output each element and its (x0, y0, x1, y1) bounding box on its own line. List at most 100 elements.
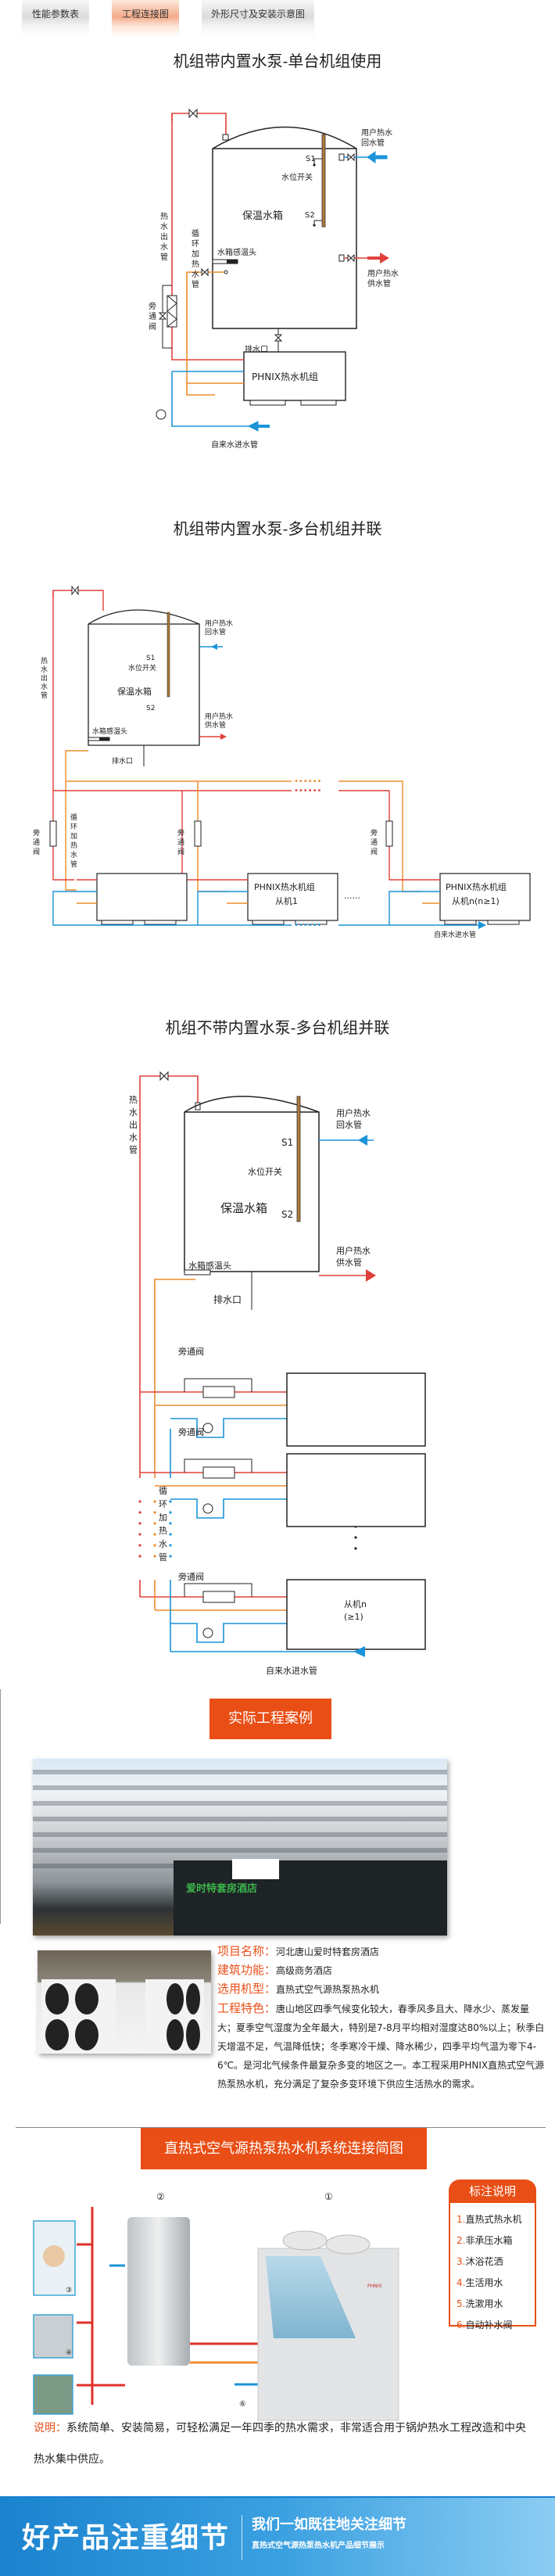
svg-text:······: ······ (344, 893, 360, 903)
svg-text:循: 循 (192, 228, 199, 239)
slave-unit-n (439, 873, 531, 921)
washbasin-image (33, 2374, 73, 2415)
hot-out-pipe (171, 113, 227, 135)
svg-text:管: 管 (41, 691, 48, 700)
legend-item: 6.自动补水阀 (457, 2319, 513, 2330)
legend-item: 4.生活用水 (457, 2277, 503, 2288)
tank-outline (88, 609, 200, 746)
marker-6: ⑥ (239, 2400, 246, 2409)
svg-text:旁: 旁 (371, 828, 378, 838)
svg-text:••••••: •••••• (294, 921, 321, 930)
svg-text:PHNIX: PHNIX (367, 2284, 382, 2289)
svg-text:出: 出 (129, 1119, 138, 1130)
svg-text:水箱感温头: 水箱感温头 (92, 727, 127, 736)
svg-text:出: 出 (41, 673, 48, 683)
circulation-pipe (186, 271, 226, 396)
svg-text:回水管: 回水管 (205, 627, 226, 637)
svg-text:循: 循 (159, 1486, 167, 1496)
svg-text:阀: 阀 (371, 848, 378, 856)
svg-text:保温水箱: 保温水箱 (117, 686, 152, 697)
master-unit (96, 873, 188, 921)
tab-performance-params[interactable]: 性能参数表 (22, 0, 89, 38)
svg-text:通: 通 (371, 838, 378, 847)
pressure-gauge-icon (202, 1627, 213, 1638)
s2-label: S2 (305, 211, 315, 220)
slave-unit-1 (247, 873, 338, 921)
svg-text:旁通阀: 旁通阀 (178, 1346, 204, 1357)
svg-text:水箱感温头: 水箱感温头 (188, 1260, 231, 1271)
svg-text:水: 水 (129, 1107, 138, 1118)
svg-text:③: ③ (66, 2287, 72, 2294)
svg-text:热: 热 (41, 656, 48, 666)
svg-text:从机n: 从机n (344, 1598, 367, 1609)
level-switch-label: 水位开关 (281, 172, 313, 182)
case-info: 项目名称：河北唐山爱时特套房酒店 建筑功能：高级商务酒店 选用机型：直热式空气源… (217, 1944, 545, 2090)
svg-text:排水口: 排水口 (112, 756, 133, 766)
divider (0, 1689, 1, 1924)
banner-headline: 好产品注重细节 (22, 2522, 231, 2554)
svg-text:旁通阀: 旁通阀 (178, 1571, 204, 1582)
svg-text:水: 水 (41, 682, 48, 691)
tank-sensor-label: 水箱感温头 (217, 247, 256, 257)
cold-branch (170, 1498, 287, 1519)
tab-engineering-connection[interactable]: 工程连接图 (112, 0, 179, 38)
svg-text:热: 热 (70, 841, 77, 850)
cold-branch (170, 1418, 287, 1438)
svg-text:水位开关: 水位开关 (128, 663, 156, 673)
bypass-valve (158, 285, 177, 349)
pressure-gauge-icon (156, 409, 166, 420)
svg-text:供水管: 供水管 (205, 720, 226, 730)
svg-text:水: 水 (192, 270, 199, 279)
banner-caption: 直热式空气源热泵热水机产品细节展示 (252, 2542, 385, 2550)
svg-text:热: 热 (160, 211, 168, 221)
svg-text:通: 通 (149, 312, 156, 321)
svg-text:旁: 旁 (33, 828, 40, 838)
diagram3-title: 机组不带内置水泵-多台机组并联 (165, 1018, 390, 1037)
section-divider (16, 2127, 546, 2128)
svg-text:阀: 阀 (177, 848, 184, 856)
s1-label: S1 (306, 155, 316, 163)
svg-text:水: 水 (129, 1132, 138, 1143)
svg-text:旁: 旁 (149, 301, 156, 311)
marker-1: ① (324, 2191, 333, 2202)
legend-item: 2.非承压水箱 (457, 2235, 513, 2246)
svg-text:管: 管 (129, 1144, 138, 1155)
shower-image (33, 2220, 76, 2296)
svg-text:管: 管 (159, 1552, 167, 1562)
supply-pipe-label-2: 供水管 (367, 278, 391, 289)
system-banner: 直热式空气源热泵热水机系统连接简图 (141, 2128, 427, 2169)
svg-text:(≥1): (≥1) (344, 1612, 363, 1622)
unit-group-n: 从机n (≥1) (286, 1579, 426, 1650)
svg-text:从机n(n≥1): 从机n(n≥1) (452, 895, 500, 906)
svg-text:用户热水: 用户热水 (205, 712, 233, 721)
svg-text:管: 管 (70, 859, 77, 869)
bypass-valve (202, 1591, 235, 1603)
cold-branch (170, 1623, 287, 1643)
legend-item: 1.直热式热水机 (457, 2214, 522, 2225)
system-diagram: ② ① ③ ④ ⑥ PHNIX (33, 2191, 399, 2421)
svg-text:排水口: 排水口 (213, 1294, 242, 1305)
svg-text:旁通阀: 旁通阀 (178, 1426, 204, 1437)
tank-label: 保温水箱 (242, 210, 283, 222)
svg-text:回水管: 回水管 (336, 1119, 362, 1130)
svg-text:旁: 旁 (177, 828, 184, 838)
tank-outline (212, 126, 357, 329)
svg-text:出: 出 (160, 231, 168, 242)
svg-text:阀: 阀 (33, 848, 40, 856)
legend-box: 标注说明 1.直热式热水机 2.非承压水箱 3.沐浴花洒 4.生活用水 5.洗漱… (449, 2180, 536, 2330)
svg-text:环: 环 (70, 823, 77, 831)
svg-text:水: 水 (41, 665, 48, 674)
svg-text:管: 管 (192, 279, 199, 289)
svg-text:水: 水 (160, 242, 168, 252)
diagram2: S1 水位开关 保温水箱 S2 水箱感温头 用户热水 回水管 用户热水 供水管 … (33, 585, 531, 939)
svg-text:热: 热 (192, 259, 199, 269)
heat-pump-unit-render: PHNIX (257, 2230, 399, 2421)
svg-text:加: 加 (70, 832, 77, 841)
unit-group-2 (286, 1453, 426, 1527)
case-banner: 实际工程案例 (209, 1699, 331, 1739)
tab-dimensions-installation[interactable]: 外形尺寸及安装示意图 (202, 0, 314, 38)
svg-text:阀: 阀 (149, 321, 156, 332)
system-note: 说明：系统简单、安装简易，可轻松满足一年四季的热水需求，非常适合用于锅炉热水工程… (34, 2422, 526, 2466)
svg-text:PHNIX热水机组: PHNIX热水机组 (446, 881, 507, 892)
svg-text:通: 通 (33, 838, 40, 847)
